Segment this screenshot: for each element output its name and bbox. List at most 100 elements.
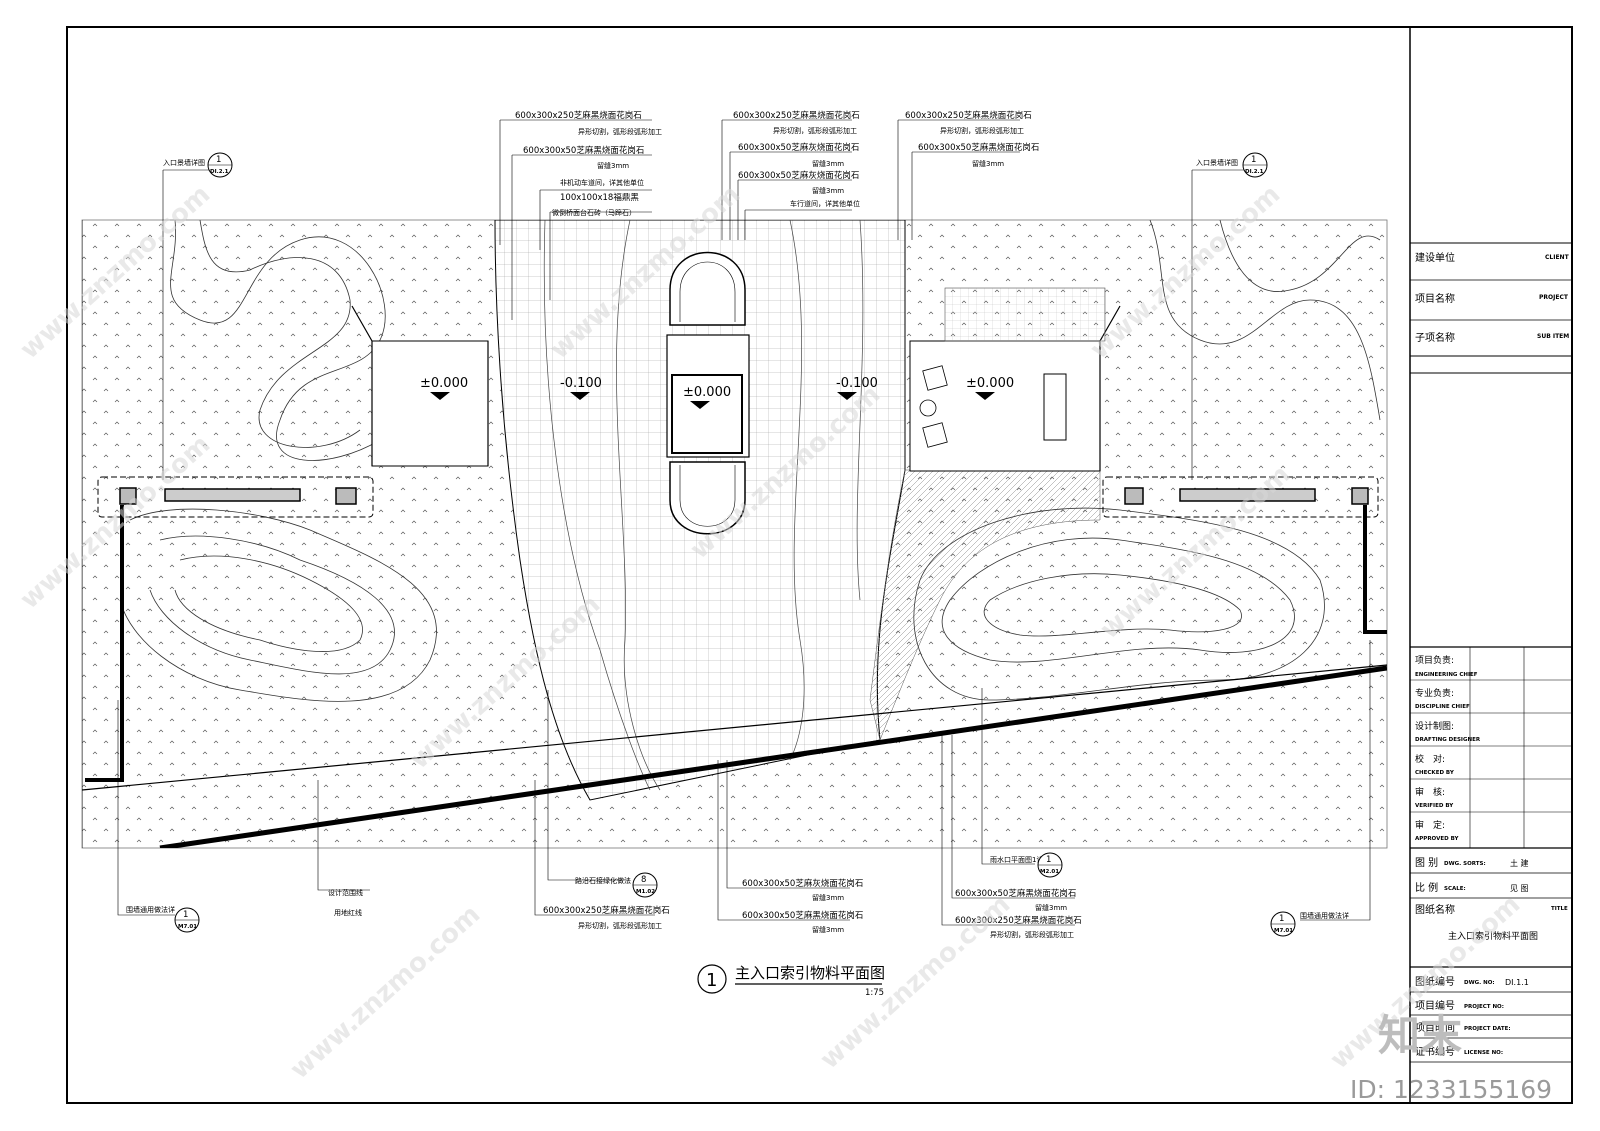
svg-text:异形切割，弧形段弧形加工: 异形切割，弧形段弧形加工 — [773, 126, 857, 135]
entry-wall-ref-left: 入口景墙详图 1 DI.2.1 — [162, 152, 233, 480]
fence-wall-right — [1363, 505, 1387, 634]
title-block: 建设单位 CLIENT 项目名称 PROJECT 子项名称 SUB ITEM 项… — [1409, 27, 1572, 1103]
svg-text:异形切割，弧形段弧形加工: 异形切割，弧形段弧形加工 — [578, 127, 662, 136]
svg-text:入口景墙详图: 入口景墙详图 — [1196, 158, 1238, 167]
svg-text:留缝3mm: 留缝3mm — [812, 159, 844, 168]
svg-text:雨水口平面图1详: 雨水口平面图1详 — [990, 855, 1043, 864]
svg-text:TITLE: TITLE — [1551, 906, 1568, 912]
svg-text:设计范围线: 设计范围线 — [328, 888, 363, 897]
svg-text:图纸名称: 图纸名称 — [1415, 903, 1455, 916]
contours-left — [119, 220, 437, 702]
svg-text:DRAFTING DESIGNER: DRAFTING DESIGNER — [1415, 737, 1481, 743]
svg-text:项目编号: 项目编号 — [1415, 999, 1455, 1012]
left-pavilion — [351, 305, 489, 467]
svg-text:围墙通用做法详: 围墙通用做法详 — [126, 905, 175, 914]
fence-wall-left — [85, 505, 124, 782]
svg-text:图 别: 图 别 — [1415, 857, 1438, 869]
tb-title-value: 主入口索引物料平面图 — [1448, 930, 1538, 942]
svg-text:见 图: 见 图 — [1510, 884, 1529, 893]
svg-text:600x300x50芝麻黑烧面花岗石: 600x300x50芝麻黑烧面花岗石 — [955, 888, 1076, 899]
svg-text:异形切割，弧形段弧形加工: 异形切割，弧形段弧形加工 — [990, 930, 1074, 939]
svg-text:M7.01: M7.01 — [1274, 928, 1293, 934]
svg-text:异形切割，弧形段弧形加工: 异形切割，弧形段弧形加工 — [940, 126, 1024, 135]
svg-text:600x300x50芝麻灰烧面花岗石: 600x300x50芝麻灰烧面花岗石 — [738, 170, 859, 181]
svg-text:微倒桥面台石砖（马蹄石）: 微倒桥面台石砖（马蹄石） — [552, 208, 636, 217]
site-plan: ±0.000 -0.100 ±0.000 -0.100 ±0.000 600x3… — [81, 110, 1388, 998]
svg-text:DI.1.1: DI.1.1 — [1505, 978, 1529, 987]
svg-text:证书编号: 证书编号 — [1415, 1045, 1455, 1058]
svg-text:用地红线: 用地红线 — [334, 908, 362, 917]
svg-text:600x300x250芝麻黑烧面花岗石: 600x300x250芝麻黑烧面花岗石 — [955, 915, 1082, 926]
svg-text:土 建: 土 建 — [1510, 858, 1529, 868]
svg-text:1: 1 — [1251, 155, 1256, 165]
svg-text:比 例: 比 例 — [1415, 881, 1438, 894]
sheet-border — [66, 26, 1573, 1104]
brand-watermark: 知末 — [1378, 1011, 1462, 1060]
svg-text:留缝3mm: 留缝3mm — [597, 161, 629, 170]
svg-text:专业负责:: 专业负责: — [1415, 687, 1454, 699]
svg-text:非机动车道间，详其他单位: 非机动车道间，详其他单位 — [560, 178, 644, 187]
svg-text:100x100x18福鼎黑: 100x100x18福鼎黑 — [560, 192, 639, 203]
svg-text:异形切割，弧形段弧形加工: 异形切割，弧形段弧形加工 — [578, 921, 662, 930]
svg-text:VERIFIED BY: VERIFIED BY — [1415, 803, 1454, 809]
signoff-rows: 项目负责: ENGINEERING CHIEF 专业负责: DISCIPLINE… — [1410, 654, 1572, 842]
svg-text:600x300x50芝麻灰烧面花岗石: 600x300x50芝麻灰烧面花岗石 — [738, 142, 859, 153]
svg-text:PROJECT DATE:: PROJECT DATE: — [1464, 1026, 1511, 1032]
svg-text:600x300x250芝麻黑烧面花岗石: 600x300x250芝麻黑烧面花岗石 — [733, 110, 860, 121]
svg-text:留缝3mm: 留缝3mm — [972, 159, 1004, 168]
entry-kiosk — [666, 251, 750, 535]
title-scale: 1:75 — [865, 988, 884, 998]
svg-text:校 对:: 校 对: — [1415, 753, 1445, 765]
svg-text:M1.02: M1.02 — [636, 889, 655, 895]
svg-text:入口景墙详图: 入口景墙详图 — [163, 158, 205, 167]
svg-text:1: 1 — [183, 910, 188, 920]
svg-text:DISCIPLINE CHIEF: DISCIPLINE CHIEF — [1415, 704, 1470, 710]
entry-wall-left — [97, 476, 374, 518]
svg-text:PROJECT: PROJECT — [1539, 294, 1569, 301]
svg-text:1: 1 — [1279, 914, 1284, 924]
svg-text:www.znzmo.com: www.znzmo.com — [285, 899, 487, 1085]
svg-text:DI.2.1: DI.2.1 — [210, 169, 229, 175]
svg-text:审 定:: 审 定: — [1415, 819, 1445, 831]
svg-text:DI.2.1: DI.2.1 — [1245, 169, 1264, 175]
paving-hatch — [869, 469, 1101, 741]
svg-text:设计制图:: 设计制图: — [1415, 720, 1454, 732]
svg-text:图纸编号: 图纸编号 — [1415, 975, 1455, 988]
svg-text:DWG. SORTS:: DWG. SORTS: — [1444, 861, 1486, 867]
title-text: 主入口索引物料平面图 — [735, 964, 885, 982]
title-number: 1 — [706, 970, 717, 991]
svg-text:项目时间: 项目时间 — [1415, 1021, 1455, 1034]
svg-text:留缝3mm: 留缝3mm — [812, 925, 844, 934]
right-pavilion — [909, 287, 1121, 472]
svg-text:建设单位: 建设单位 — [1415, 251, 1455, 264]
svg-text:APPROVED BY: APPROVED BY — [1415, 836, 1459, 842]
svg-text:PROJECT NO:: PROJECT NO: — [1464, 1004, 1504, 1010]
svg-text:LICENSE NO:: LICENSE NO: — [1464, 1050, 1503, 1056]
level-label-5: ±0.000 — [966, 376, 1014, 391]
level-label-1: ±0.000 — [420, 376, 468, 391]
svg-text:1: 1 — [216, 155, 221, 165]
svg-text:600x300x250芝麻黑烧面花岗石: 600x300x250芝麻黑烧面花岗石 — [515, 110, 642, 121]
curb-line — [159, 665, 1387, 848]
level-label-3: ±0.000 — [683, 385, 731, 400]
entry-wall-ref-right: 入口景墙详图 1 DI.2.1 — [1191, 152, 1268, 480]
level-label-2: -0.100 — [560, 376, 602, 391]
svg-text:600x300x50芝麻黑烧面花岗石: 600x300x50芝麻黑烧面花岗石 — [523, 145, 644, 156]
svg-text:600x300x50芝麻灰烧面花岗石: 600x300x50芝麻灰烧面花岗石 — [742, 878, 863, 889]
svg-text:留缝3mm: 留缝3mm — [812, 893, 844, 902]
svg-text:600x300x250芝麻黑烧面花岗石: 600x300x250芝麻黑烧面花岗石 — [905, 110, 1032, 121]
callouts-top-mid: 600x300x250芝麻黑烧面花岗石 异形切割，弧形段弧形加工 600x300… — [721, 110, 860, 240]
svg-text:审 核:: 审 核: — [1415, 786, 1445, 798]
svg-text:CHECKED BY: CHECKED BY — [1415, 770, 1455, 776]
svg-text:留缝3mm: 留缝3mm — [812, 186, 844, 195]
svg-text:M2.01: M2.01 — [1040, 869, 1059, 875]
callouts-top-left: 600x300x250芝麻黑烧面花岗石 异形切割，弧形段弧形加工 600x300… — [499, 110, 662, 320]
svg-text:SCALE:: SCALE: — [1444, 886, 1466, 892]
svg-text:车行道间，详其他单位: 车行道间，详其他单位 — [790, 199, 860, 208]
id-watermark: ID: 1233155169 — [1350, 1075, 1552, 1104]
svg-text:600x300x50芝麻黑烧面花岗石: 600x300x50芝麻黑烧面花岗石 — [918, 142, 1039, 153]
svg-text:围墙通用做法详: 围墙通用做法详 — [1300, 911, 1349, 920]
callouts-top-right: 600x300x250芝麻黑烧面花岗石 异形切割，弧形段弧形加工 600x300… — [897, 110, 1039, 240]
drawing-title: 1 主入口索引物料平面图 1:75 — [697, 964, 885, 998]
